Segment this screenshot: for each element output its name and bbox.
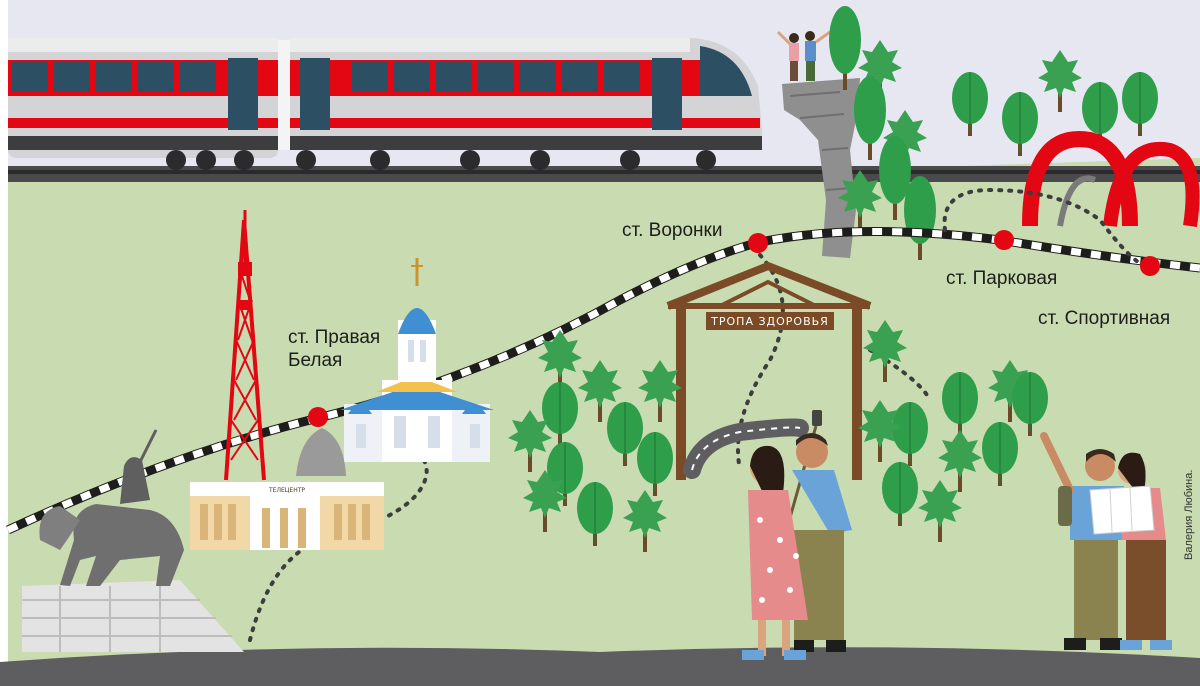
horse-monument xyxy=(22,429,244,652)
road-bottom xyxy=(0,647,1200,686)
couple-on-cliff xyxy=(776,30,831,81)
ground xyxy=(0,158,1200,686)
train xyxy=(8,38,762,170)
telecentre-building: ТЕЛЕЦЕНТР xyxy=(190,482,384,550)
church xyxy=(340,258,494,462)
tv-tower xyxy=(224,210,266,481)
station-labels: ст. Правая Белая ст. Воронки ст. Паркова… xyxy=(288,220,1170,371)
map-couple xyxy=(1040,432,1172,650)
stone-pile xyxy=(296,428,346,476)
station-dot-sportivnaya[interactable] xyxy=(1140,256,1160,276)
trail-gate: ТРОПА ЗДОРОВЬЯ xyxy=(666,261,872,480)
arch-sculpture xyxy=(1022,131,1200,228)
station-label-voronki: ст. Воронки xyxy=(622,220,722,241)
station-dot-parkovaya[interactable] xyxy=(994,230,1014,250)
station-label-sportivnaya: ст. Спортивная xyxy=(1038,308,1170,329)
station-label-pravaya-belaya: ст. Правая Белая xyxy=(288,327,385,371)
trail-sign-board xyxy=(706,312,834,330)
telecentre-sign: ТЕЛЕЦЕНТР xyxy=(268,487,305,494)
station-label-parkovaya: ст. Парковая xyxy=(946,268,1057,289)
selfie-couple xyxy=(742,410,852,660)
station-dots xyxy=(308,230,1160,427)
credit: Валерия Любина. xyxy=(1183,470,1195,560)
cliff xyxy=(782,78,860,258)
station-dot-pravaya-belaya[interactable] xyxy=(308,407,328,427)
station-dot-voronki[interactable] xyxy=(748,233,768,253)
trail-sign: ТРОПА ЗДОРОВЬЯ xyxy=(710,315,829,328)
